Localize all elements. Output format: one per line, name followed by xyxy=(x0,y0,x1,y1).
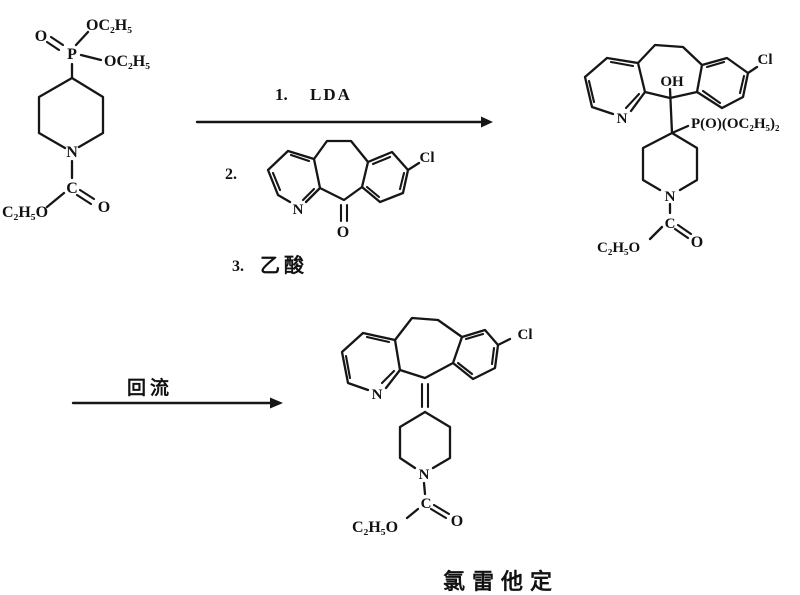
arrow-head-icon xyxy=(270,397,283,409)
carbamate-ethoxy-label: C₂H₅O xyxy=(2,204,48,221)
ketone-chloro-label: Cl xyxy=(420,150,435,166)
reaction-arrow-2: 回流 xyxy=(71,376,283,409)
phosphoryl-oxygen-label: O xyxy=(35,28,47,45)
adduct-piperidine-nitrogen-label: N xyxy=(665,189,676,205)
reactant-structure: O P OC₂H₅ OC₂H₅ N C O C₂H₅O xyxy=(2,17,150,221)
product-chloro-label: Cl xyxy=(518,327,533,343)
reflux-condition-label: 回流 xyxy=(127,376,173,399)
phosphorus-label: P xyxy=(67,46,77,63)
carbamate-carbon-label: C xyxy=(66,180,78,197)
reactant-double-bonds xyxy=(45,35,96,206)
carbamate-oxygen-label: O xyxy=(98,199,110,216)
arrow-head-icon xyxy=(481,116,493,128)
step1-number: 1. xyxy=(275,85,288,104)
adduct-hydroxyl-label: OH xyxy=(660,74,684,90)
ethoxy-mid-label: OC₂H₅ xyxy=(104,53,150,70)
product-name-label: 氯雷他定 xyxy=(443,569,559,595)
ketone-pyridine-nitrogen-label: N xyxy=(293,202,304,218)
step3-reagent: 乙酸 xyxy=(260,253,308,277)
reaction-arrow-1: 1. LDA 2. 3. 乙酸 xyxy=(195,85,493,277)
step3-number: 3. xyxy=(232,258,244,275)
product-bonds xyxy=(340,316,512,520)
adduct-double-bonds xyxy=(587,60,746,240)
adduct-phosphonate-label: P(O)(OC₂H₅)₂ xyxy=(691,116,780,132)
adduct-carbamate-ethoxy-label: C₂H₅O xyxy=(597,240,640,256)
ketone-bonds xyxy=(266,139,421,204)
step1-reagent: LDA xyxy=(310,85,352,104)
product-pyridine-nitrogen-label: N xyxy=(372,387,383,403)
adduct-carbamate-oxygen-label: O xyxy=(691,234,703,251)
step2-number: 2. xyxy=(225,166,237,183)
product-carbamate-ethoxy-label: C₂H₅O xyxy=(352,519,398,536)
product-carbamate-carbon-label: C xyxy=(421,496,432,512)
piperidine-nitrogen-label: N xyxy=(66,144,78,161)
product-structure: N Cl N C O C₂H₅O 氯雷他定 xyxy=(340,316,559,595)
adduct-structure: OH N Cl P(O)(OC₂H₅)₂ N C O C₂H₅O xyxy=(583,43,780,256)
ketone-reagent-structure: N O Cl xyxy=(266,139,435,241)
ethoxy-top-label: OC₂H₅ xyxy=(86,17,132,34)
adduct-carbamate-carbon-label: C xyxy=(665,216,676,232)
product-piperidine-nitrogen-label: N xyxy=(419,467,430,483)
product-carbamate-oxygen-label: O xyxy=(451,513,463,530)
ketone-double-bonds xyxy=(271,153,406,223)
ketone-carbonyl-oxygen-label: O xyxy=(337,224,349,241)
product-double-bonds xyxy=(344,332,496,520)
adduct-pyridine-nitrogen-label: N xyxy=(617,111,628,127)
adduct-chloro-label: Cl xyxy=(758,52,773,68)
reactant-bonds xyxy=(37,30,105,209)
adduct-bonds xyxy=(583,43,759,241)
